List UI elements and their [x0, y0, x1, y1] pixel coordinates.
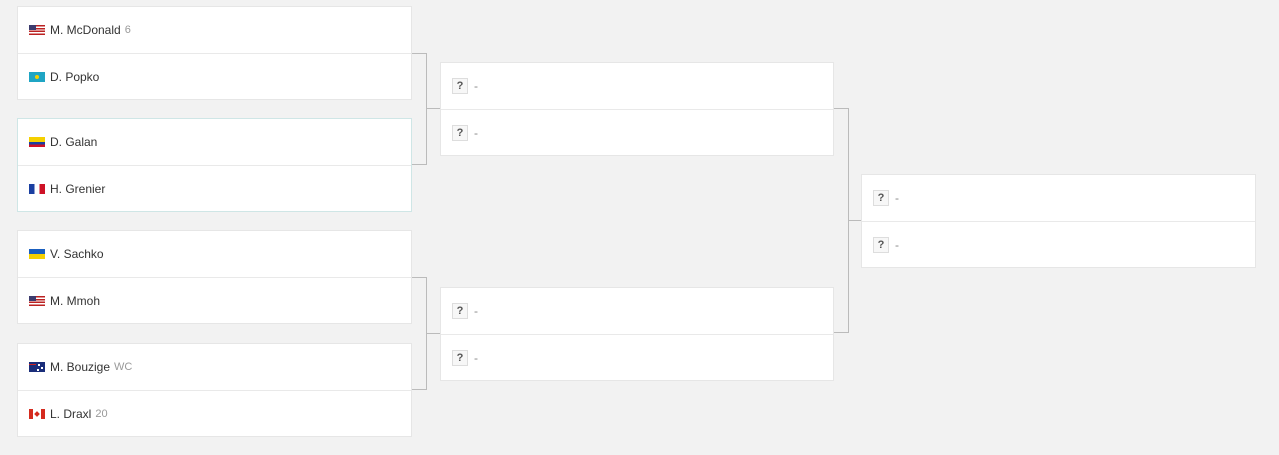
player-row[interactable]: M. Bouzige WC: [18, 344, 411, 390]
unknown-flag-icon: ?: [873, 236, 889, 253]
match-r1-4[interactable]: M. Bouzige WC L. Draxl 20: [17, 343, 412, 437]
player-row[interactable]: L. Draxl 20: [18, 390, 411, 436]
player-row[interactable]: M. McDonald 6: [18, 7, 411, 53]
player-name: L. Draxl: [50, 406, 92, 421]
kazakhstan-flag-icon: [29, 71, 45, 82]
player-name: H. Grenier: [50, 181, 106, 196]
unknown-flag-icon: ?: [452, 349, 468, 366]
player-row[interactable]: ? -: [441, 288, 833, 334]
unknown-flag-icon: ?: [873, 190, 889, 206]
bracket-connector-line: [427, 108, 440, 109]
player-name: D. Galan: [50, 135, 98, 149]
unknown-flag-icon: ?: [452, 303, 468, 319]
match-r2-1[interactable]: ? - ? -: [440, 62, 834, 156]
player-seed: 20: [95, 407, 108, 420]
player-name: -: [474, 304, 478, 318]
player-row[interactable]: ? -: [441, 334, 833, 380]
player-row[interactable]: D. Popko: [18, 53, 411, 99]
australia-flag-icon: [29, 362, 45, 372]
usa-flag-icon: [29, 295, 45, 306]
bracket-connector-line: [849, 220, 861, 221]
player-row[interactable]: ? -: [441, 63, 833, 109]
bracket-connector: [412, 277, 427, 390]
player-name: -: [895, 191, 899, 205]
ukraine-flag-icon: [29, 249, 45, 259]
match-r1-1[interactable]: M. McDonald 6 D. Popko: [17, 6, 412, 100]
player-row[interactable]: ? -: [441, 109, 833, 155]
unknown-flag-icon: ?: [452, 124, 468, 141]
player-row[interactable]: M. Mmoh: [18, 277, 411, 323]
player-name: -: [474, 350, 478, 365]
match-r3-1[interactable]: ? - ? -: [861, 174, 1256, 268]
france-flag-icon: [29, 183, 45, 194]
player-name: V. Sachko: [50, 247, 104, 261]
colombia-flag-icon: [29, 137, 45, 147]
player-name: -: [474, 79, 478, 93]
bracket-connector: [834, 108, 849, 333]
player-name: M. Mmoh: [50, 293, 101, 308]
bracket-connector: [412, 53, 427, 165]
player-row[interactable]: V. Sachko: [18, 231, 411, 277]
match-r2-2[interactable]: ? - ? -: [440, 287, 834, 381]
canada-flag-icon: [29, 408, 45, 419]
player-name: M. McDonald: [50, 23, 121, 37]
player-name: M. Bouzige: [50, 360, 111, 374]
player-name: -: [895, 237, 899, 252]
usa-flag-icon: [29, 25, 45, 35]
player-seed: WC: [114, 361, 133, 373]
player-row[interactable]: ? -: [862, 175, 1255, 221]
player-seed: 6: [124, 24, 131, 36]
player-name: -: [474, 125, 478, 140]
bracket-connector-line: [427, 333, 440, 334]
player-row[interactable]: H. Grenier: [18, 165, 411, 211]
match-r1-2[interactable]: D. Galan H. Grenier: [17, 118, 412, 212]
player-name: D. Popko: [50, 69, 100, 84]
match-r1-3[interactable]: V. Sachko M. Mmoh: [17, 230, 412, 324]
player-row[interactable]: ? -: [862, 221, 1255, 267]
unknown-flag-icon: ?: [452, 78, 468, 94]
player-row[interactable]: D. Galan: [18, 119, 411, 165]
